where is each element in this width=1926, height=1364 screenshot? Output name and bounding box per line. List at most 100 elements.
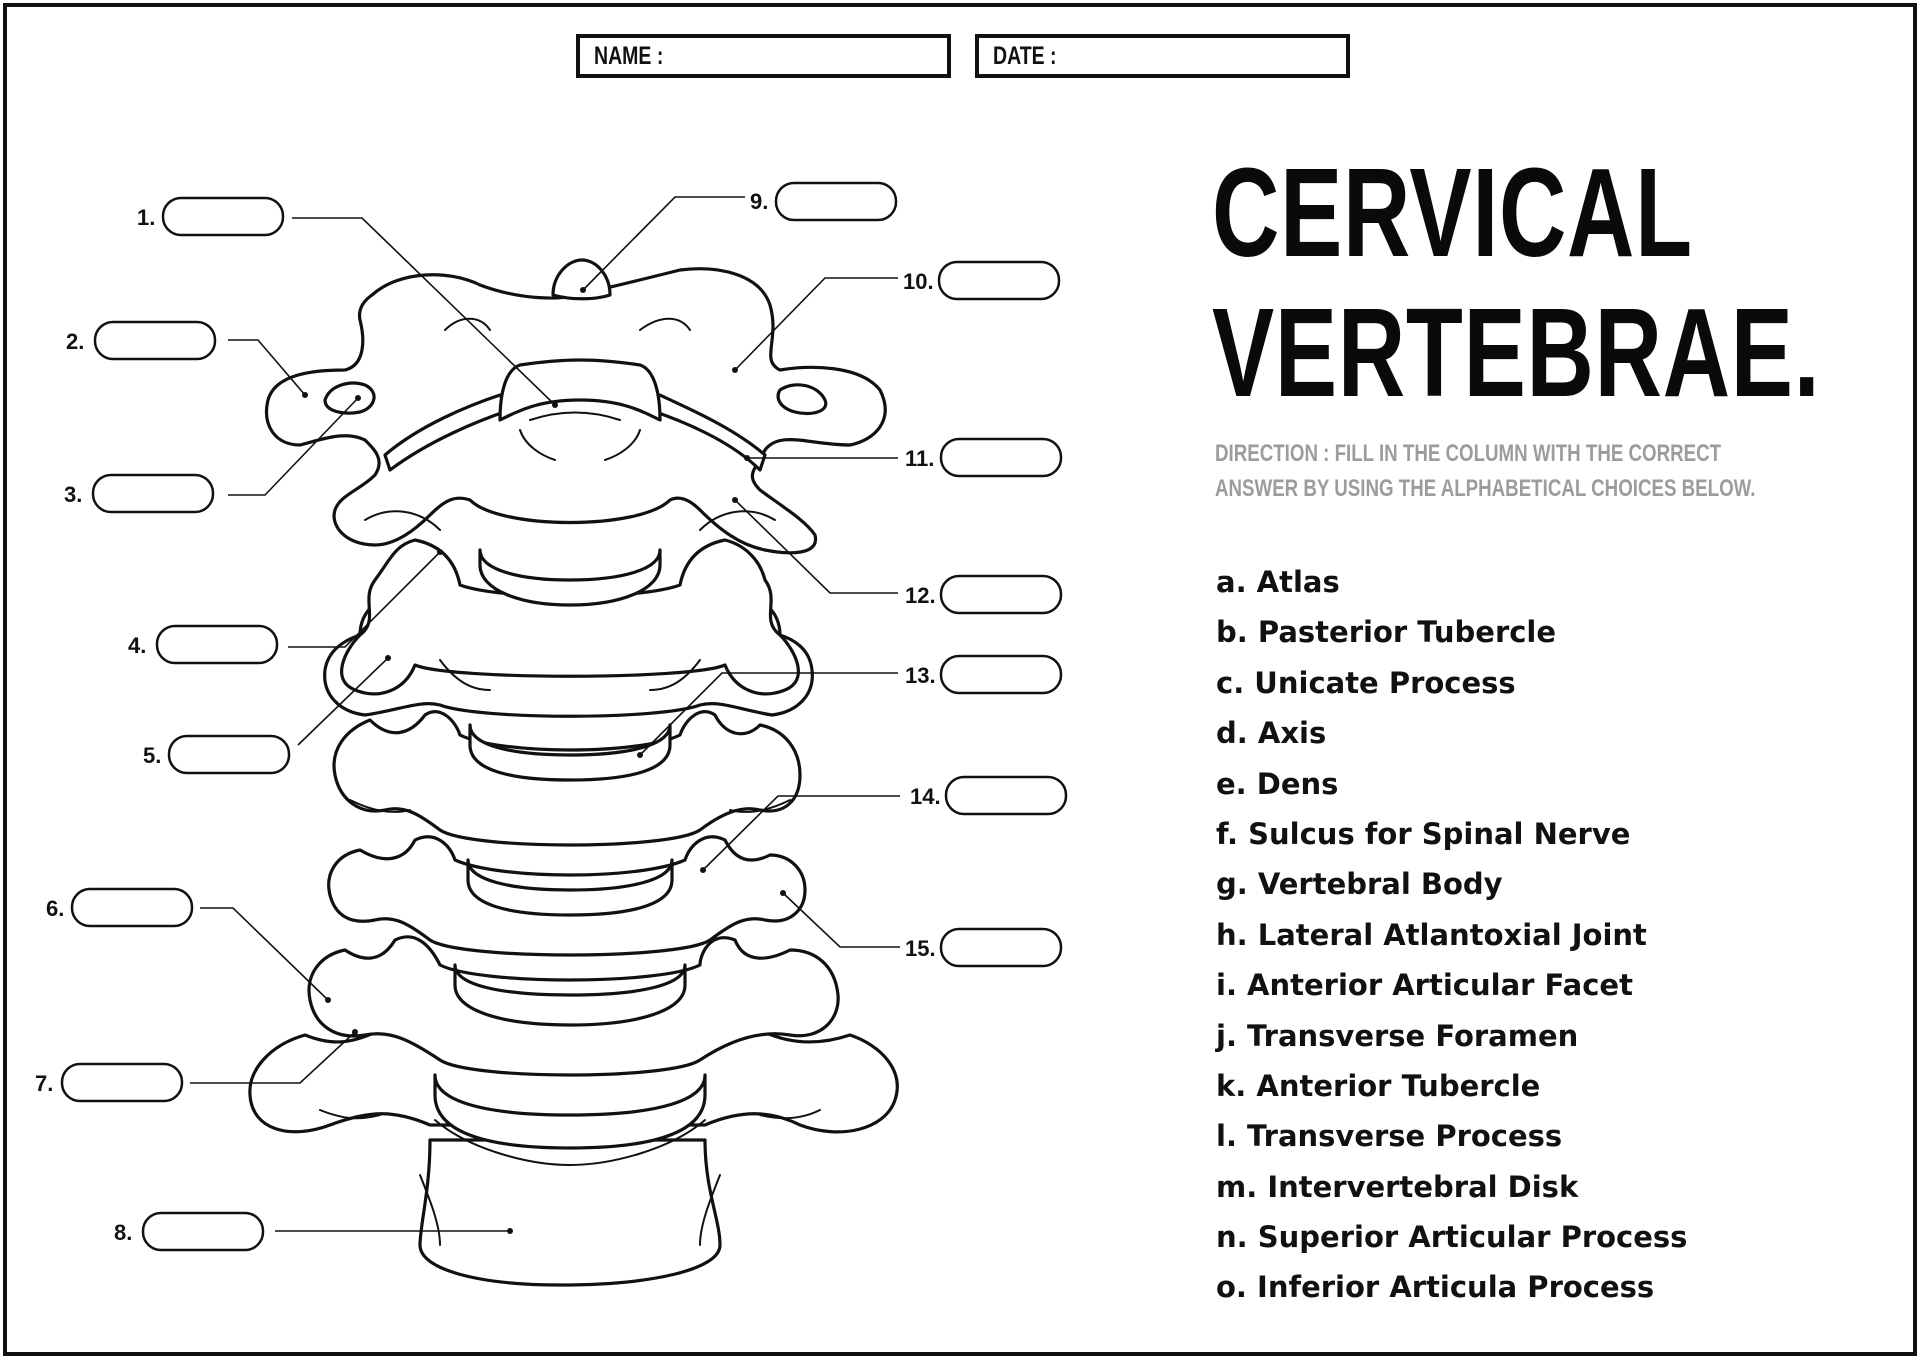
leader-line-3: [228, 397, 359, 496]
disk-c4-c5: [466, 858, 674, 917]
dens-tip: [498, 358, 662, 422]
number-label-4: 4.: [128, 633, 146, 658]
leader-line-2: [228, 339, 306, 396]
choice-item: b. Pasterior Tubercle: [1216, 615, 1557, 650]
choice-item: o. Inferior Articula Process: [1216, 1270, 1655, 1305]
leader-lines: [190, 196, 900, 1234]
answer-box-15[interactable]: [939, 927, 1063, 968]
answer-box-6[interactable]: [70, 887, 194, 928]
answer-box-14[interactable]: [944, 775, 1068, 816]
leader-dot-3: [355, 395, 361, 401]
leader-dot-15: [780, 890, 786, 896]
leader-line-14: [702, 795, 900, 871]
number-label-12: 12.: [905, 583, 936, 608]
leader-line-9: [582, 196, 745, 291]
choice-item: e. Dens: [1216, 766, 1339, 801]
choice-item: l. Transverse Process: [1216, 1119, 1563, 1154]
leader-dot-8: [507, 1228, 513, 1234]
leader-line-4: [288, 551, 441, 648]
atlas-facet-line: [444, 317, 691, 461]
number-label-13: 13.: [905, 663, 936, 688]
choice-item: n. Superior Articular Process: [1216, 1220, 1688, 1255]
number-label-8: 8.: [114, 1220, 132, 1245]
number-label-5: 5.: [143, 743, 161, 768]
transverse-foramen-left: [323, 381, 376, 415]
answer-box-2[interactable]: [93, 320, 217, 361]
leader-line-15: [782, 892, 900, 948]
name-label: NAME :: [594, 41, 664, 70]
number-label-9: 9.: [750, 189, 768, 214]
vertebra-c7-body: [418, 1138, 722, 1287]
choice-item: j. Transverse Foramen: [1216, 1018, 1579, 1053]
title-line-2: VERTEBRAE.: [1212, 282, 1821, 423]
disk-c5-c6: [453, 963, 687, 1027]
leader-line-5: [297, 657, 389, 746]
number-label-10: 10.: [903, 269, 934, 294]
leader-dot-9: [580, 287, 586, 293]
leader-line-12: [734, 499, 898, 594]
choice-item: g. Vertebral Body: [1216, 867, 1503, 902]
leader-dot-14: [700, 867, 706, 873]
leader-dot-5: [385, 655, 391, 661]
vertebra-detail-lines: [319, 510, 821, 1246]
number-label-7: 7.: [35, 1071, 53, 1096]
number-label-2: 2.: [66, 329, 84, 354]
atlas-ring: [383, 393, 767, 472]
leader-dot-13: [637, 752, 643, 758]
leader-dot-10: [732, 367, 738, 373]
answer-box-3[interactable]: [91, 473, 215, 514]
choice-item: d. Axis: [1216, 716, 1327, 751]
choice-item: f. Sulcus for Spinal Nerve: [1216, 816, 1631, 851]
answer-box-10[interactable]: [937, 260, 1061, 301]
posterior-tubercle: [551, 258, 612, 301]
number-label-6: 6.: [46, 896, 64, 921]
leader-line-10: [734, 277, 898, 371]
leader-dot-6: [325, 997, 331, 1003]
answer-box-5[interactable]: [167, 734, 291, 775]
leader-dot-4: [437, 549, 443, 555]
number-label-3: 3.: [64, 482, 82, 507]
direction-text: DIRECTION : FILL IN THE COLUMN WITH THE …: [1215, 440, 1756, 502]
leader-dot-2: [302, 392, 308, 398]
choice-item: k. Anterior Tubercle: [1216, 1068, 1541, 1103]
number-label-14: 14.: [910, 784, 941, 809]
date-label: DATE :: [993, 41, 1057, 70]
number-label-15: 15.: [905, 936, 936, 961]
answer-box-13[interactable]: [939, 654, 1063, 695]
choice-item: i. Anterior Articular Facet: [1216, 968, 1633, 1003]
answer-box-9[interactable]: [774, 181, 898, 222]
vertebra-c2-axis: [340, 538, 800, 696]
answer-box-11[interactable]: [939, 437, 1063, 478]
name-field[interactable]: NAME :: [576, 34, 951, 78]
leader-dot-11: [744, 455, 750, 461]
number-label-11: 11.: [905, 446, 934, 471]
answer-boxes: [60, 181, 1068, 1252]
choice-item: a. Atlas: [1216, 565, 1340, 599]
leader-dot-1: [552, 402, 558, 408]
answer-box-8[interactable]: [141, 1211, 265, 1252]
vertebra-c1-atlas: [265, 267, 887, 555]
leader-line-6: [200, 907, 329, 1001]
date-field[interactable]: DATE :: [975, 34, 1350, 78]
number-labels: 1. 2. 3. 4. 5. 6. 7. 8. 9. 10. 11. 12. 1…: [35, 189, 941, 1245]
leader-line-1: [292, 217, 556, 406]
answer-choices-list: a. Atlas b. Pasterior Tubercle c. Unicat…: [1216, 562, 1687, 1318]
disk-c6-c7: [433, 1073, 707, 1150]
choice-item: c. Unicate Process: [1216, 665, 1516, 700]
dens-base: [478, 548, 662, 607]
choice-item: m. Intervertebral Disk: [1216, 1169, 1579, 1204]
leader-line-7: [190, 1031, 356, 1084]
disk-edge: [434, 1119, 706, 1166]
choice-item: h. Lateral Atlantoxial Joint: [1216, 917, 1647, 952]
answer-box-1[interactable]: [161, 196, 285, 237]
title-line-1: CERVICAL: [1212, 142, 1693, 283]
leader-line-13: [639, 672, 898, 756]
answer-box-12[interactable]: [939, 574, 1063, 615]
number-label-1: 1.: [137, 205, 155, 230]
leader-dot-7: [352, 1029, 358, 1035]
answer-box-4[interactable]: [155, 624, 279, 665]
answer-box-7[interactable]: [60, 1062, 184, 1103]
leader-dot-12: [732, 497, 738, 503]
transverse-foramen-right: [776, 383, 828, 416]
